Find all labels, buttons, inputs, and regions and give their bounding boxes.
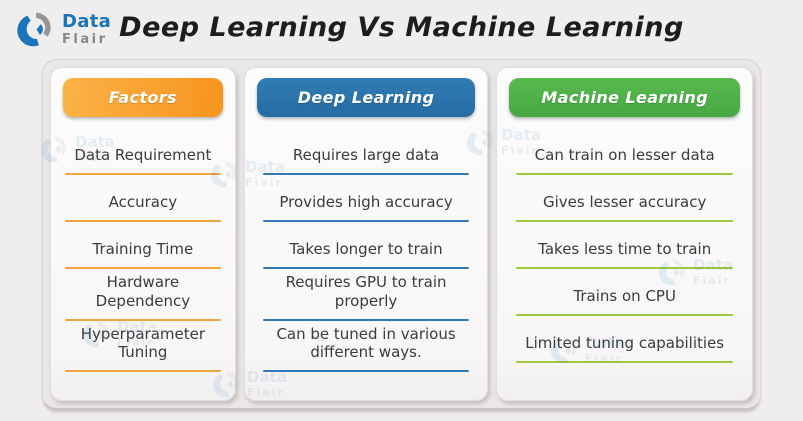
row-text: Requires GPU to train properly [285,273,447,310]
row-text: Can train on lesser data [534,146,715,165]
row-text: Takes less time to train [538,240,712,259]
table-row: Limited tuning capabilities [497,316,752,363]
dataflair-logo-icon [17,12,51,47]
row-separator [262,220,470,222]
dataflair-logo-text: Data Flair [62,10,112,47]
table-row: Can train on lesser data [497,128,752,175]
table-row: Trains on CPU [497,269,752,316]
page-title: Deep Learning Vs Machine Learning [119,12,684,43]
top-banner: Data Flair Deep Learning Vs Machine Lear… [0,0,803,58]
row-separator [64,318,221,321]
table-row: Data Requirement [51,128,235,175]
table-row: Requires large data [245,128,488,175]
row-text: Accuracy [108,193,178,212]
column-machine-learning: Machine Learning Can train on lesser dat… [496,67,753,401]
row-text: Hardware Dependency [95,273,191,310]
row-separator [516,267,733,269]
table-row: Accuracy [51,175,235,222]
column-header-machine-learning: Machine Learning [509,78,740,117]
row-text: Data Requirement [74,146,212,165]
row-separator [262,267,470,269]
row-separator [516,220,733,222]
row-separator [516,173,733,175]
table-row: Requires GPU to train properly [245,269,488,321]
table-row: Training Time [51,222,235,269]
table-row: Gives lesser accuracy [497,175,752,222]
table-row: Takes less time to train [497,222,752,269]
column-header-factors: Factors [63,78,223,117]
table-row: Can be tuned in various different ways. [245,321,488,372]
row-separator [262,370,470,372]
row-text: Provides high accuracy [279,193,453,212]
row-separator [64,267,221,269]
row-text: Can be tuned in various different ways. [276,324,456,362]
row-text: Gives lesser accuracy [543,193,707,212]
row-text: Training Time [92,240,194,259]
row-separator [262,173,470,175]
table-row: Provides high accuracy [245,175,488,222]
table-row: Hyperparameter Tuning [51,321,235,372]
row-text: Requires large data [292,146,440,165]
row-text: Limited tuning capabilities [525,334,725,353]
dataflair-logo: Data Flair [16,8,111,50]
row-text: Trains on CPU [573,287,676,306]
row-separator [64,220,221,222]
logo-word-flair: Flair [62,31,108,47]
row-text: Hyperparameter Tuning [80,324,205,362]
logo-word-data: Data [62,10,112,32]
row-separator [262,318,470,321]
row-separator [516,314,733,316]
column-header-deep-learning: Deep Learning [256,78,476,117]
table-row: Takes longer to train [245,222,488,269]
row-separator [516,361,733,363]
row-text: Takes longer to train [289,240,443,259]
row-separator [64,370,221,372]
table-row: Hardware Dependency [51,269,235,321]
row-separator [64,173,221,175]
